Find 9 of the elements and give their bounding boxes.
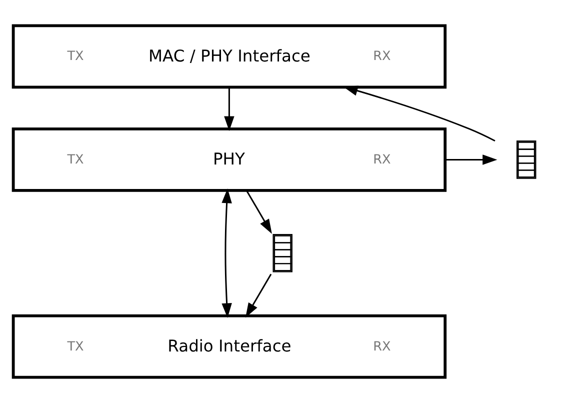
arrow — [224, 87, 234, 131]
arrow — [246, 274, 272, 318]
node-box: TX Radio Interface RX — [12, 314, 447, 379]
node-box: TX PHY RX — [12, 128, 447, 192]
arrow — [246, 190, 272, 234]
arrow — [222, 188, 232, 318]
node-box: TX MAC / PHY Interface RX — [12, 24, 447, 89]
arrow — [343, 86, 496, 142]
arrow — [445, 154, 498, 165]
